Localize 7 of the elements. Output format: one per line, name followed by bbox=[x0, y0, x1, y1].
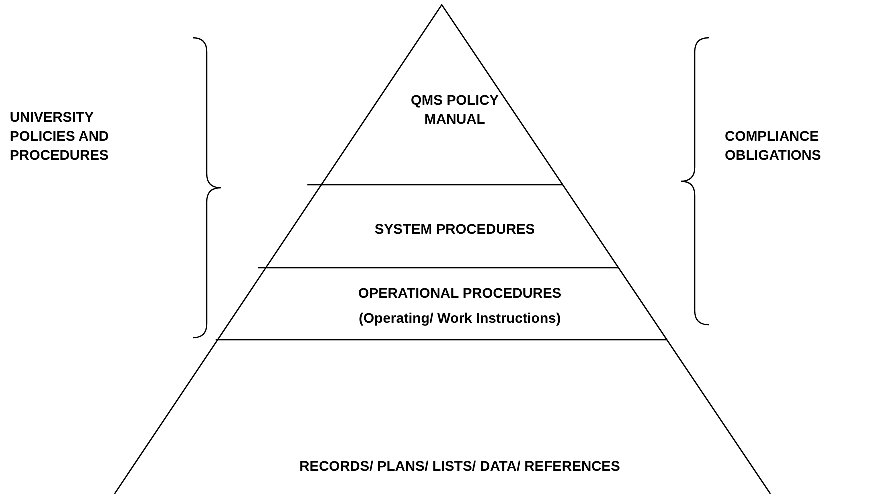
side-label: UNIVERSITY POLICIES AND PROCEDURES bbox=[10, 108, 110, 165]
level-label: OPERATIONAL PROCEDURES bbox=[358, 284, 562, 303]
level-label: QMS POLICY MANUAL bbox=[410, 91, 500, 129]
level-label: RECORDS/ PLANS/ LISTS/ DATA/ REFERENCES bbox=[300, 456, 620, 476]
level-label: (Operating/ Work Instructions) bbox=[359, 309, 561, 328]
side-label: COMPLIANCE OBLIGATIONS bbox=[725, 127, 822, 165]
level-label: SYSTEM PROCEDURES bbox=[374, 220, 536, 238]
